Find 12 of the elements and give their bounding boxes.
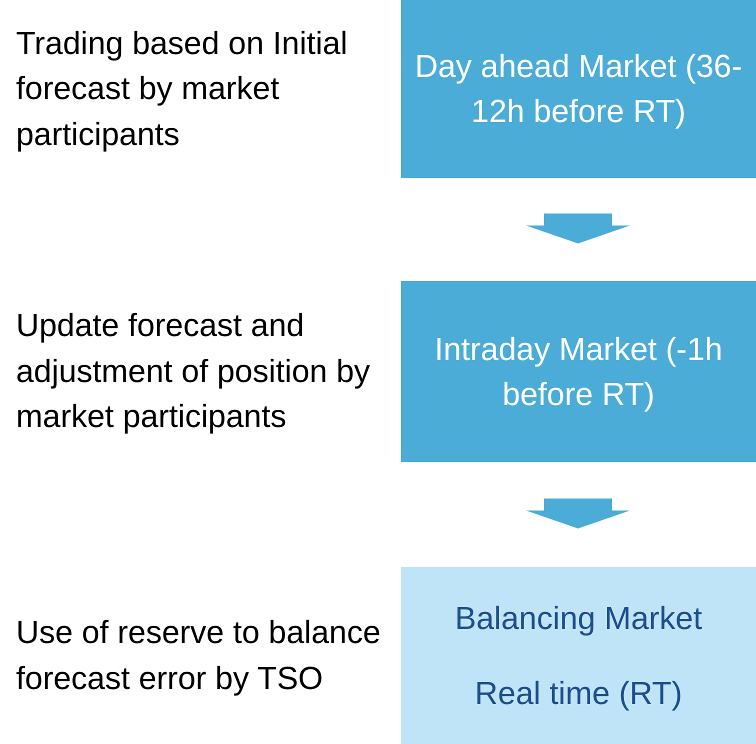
block-arrow [526, 214, 630, 244]
box-label: Day ahead Market (36-12h before RT) [414, 47, 744, 131]
description-text: Update forecast and adjustment of position by market participants [16, 306, 371, 436]
box-label: Intraday Market (-1h before RT) [433, 330, 724, 414]
box-label: Balancing Market [454, 598, 702, 638]
description-text: Use of reserve to balance forecast error by TSO [16, 613, 382, 698]
box-label: Real time (RT) [474, 674, 682, 713]
description-text: Trading based on Initial forecast by market participants [16, 24, 348, 154]
block-arrow [526, 498, 630, 528]
market-box [401, 0, 756, 178]
market-box [401, 281, 756, 462]
market-box [401, 567, 756, 744]
